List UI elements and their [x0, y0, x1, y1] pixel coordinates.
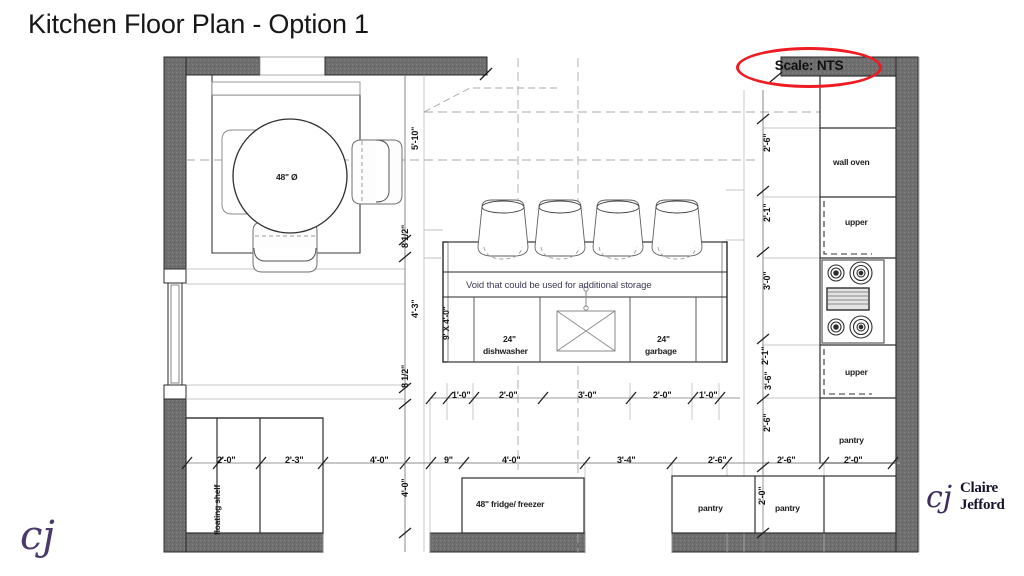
table-diameter-label: 48" Ø	[276, 172, 298, 182]
left-dimension-label: 4'-0"	[400, 478, 410, 497]
island-sink	[556, 286, 616, 352]
right-dimension-label: 2'-0"	[757, 486, 767, 505]
fridge-freezer-label: 48" fridge/ freezer	[476, 499, 545, 509]
scale-ellipse-highlight	[736, 47, 882, 88]
island-size-label: 9' X 4'-0"	[441, 306, 451, 340]
upper-cabinet-bottom-label: upper	[845, 367, 868, 377]
claire-jefford-logo: cj Claire Jefford	[926, 478, 1022, 530]
right-cabinet-run	[819, 75, 897, 464]
dishwasher-label: dishwasher	[483, 346, 528, 356]
dining-area	[211, 75, 361, 254]
garbage-size-label: 24"	[657, 334, 670, 344]
scale-annotation: Scale: NTS	[736, 47, 882, 88]
upper-cabinet-top-label: upper	[845, 217, 868, 227]
cooktop	[821, 259, 885, 344]
bottom-dimension-label: 2'-6"	[777, 455, 796, 465]
cj-monogram-bottom-left: cj	[20, 513, 55, 559]
island-dimension-label: 2'-0"	[653, 390, 672, 400]
garbage-label: garbage	[645, 346, 677, 356]
right-dimension-label: 2'-1"	[760, 346, 770, 365]
bottom-dimension-label: 2'-0"	[217, 455, 236, 465]
pantry-right-upper-label: pantry	[839, 435, 864, 445]
brand-name-line2: Jefford	[960, 497, 1005, 513]
left-dimension-label: 8 1/2"	[400, 224, 410, 248]
pantry-bottom-right-label: pantry	[775, 503, 800, 513]
dimension-lines	[181, 67, 899, 552]
dishwasher-size-label: 24"	[503, 334, 516, 344]
bottom-dimension-label: 4'-0"	[370, 455, 389, 465]
wall-oven-label: wall oven	[833, 157, 870, 167]
left-dimension-label: 8 1/2"	[400, 364, 410, 388]
right-dimension-label: 2'-1"	[762, 203, 772, 222]
void-storage-note: Void that could be used for additional s…	[466, 280, 652, 291]
kitchen-island	[442, 241, 728, 363]
island-dimension-label: 1'-0"	[452, 390, 471, 400]
page-title: Kitchen Floor Plan - Option 1	[28, 9, 369, 39]
bottom-pantry-run	[671, 475, 897, 534]
brand-name-line1: Claire	[960, 480, 998, 496]
cj-monogram-icon: cj	[926, 480, 953, 515]
island-dimension-label: 2'-0"	[499, 390, 518, 400]
floating-shelf-run	[185, 417, 324, 534]
left-dimension-label: 4'-3"	[410, 299, 420, 318]
right-dimension-label: 3'-6"	[763, 371, 773, 390]
island-dimension-label: 3'-0"	[578, 390, 597, 400]
island-dimension-label: 1'-0"	[699, 390, 718, 400]
left-dimension-label: 5'-10"	[410, 126, 420, 150]
floating-shelf-label: floating shelf	[212, 484, 222, 535]
scale-label: Scale: NTS	[774, 58, 844, 73]
pantry-bottom-left-label: pantry	[698, 503, 723, 513]
right-dimension-label: 2'-6"	[762, 413, 772, 432]
right-dimension-label: 3'-0"	[762, 271, 772, 290]
round-table	[232, 118, 348, 234]
island-stools	[477, 199, 703, 260]
bottom-dimension-label: 9"	[444, 455, 453, 465]
bottom-dimension-label: 4'-0"	[502, 455, 521, 465]
bottom-dimension-label: 2'-0"	[844, 455, 863, 465]
bottom-dimension-label: 2'-6"	[708, 455, 727, 465]
bottom-dimension-label: 2'-3"	[285, 455, 304, 465]
fridge-freezer-unit	[461, 477, 585, 534]
bottom-dimension-label: 3'-4"	[617, 455, 636, 465]
right-dimension-label: 2'-6"	[762, 133, 772, 152]
